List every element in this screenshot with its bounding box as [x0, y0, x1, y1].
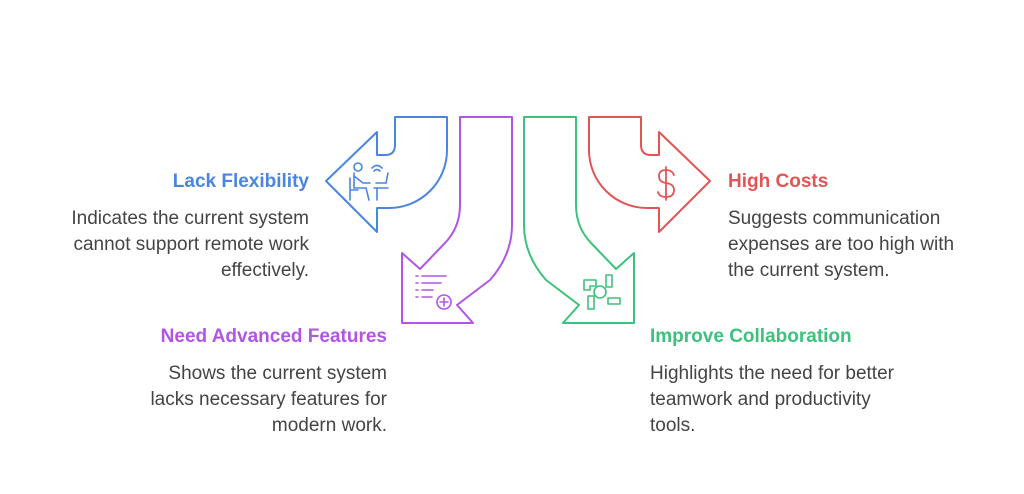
description-line: Indicates the current system — [71, 208, 309, 229]
item-description: Shows the current system lacks necessary… — [87, 361, 387, 439]
description-line: expenses are too high with — [728, 234, 955, 255]
item-description: Suggests communication expenses are too … — [728, 206, 1024, 284]
green-arrow — [523, 116, 635, 324]
item-title: Need Advanced Features — [160, 326, 387, 347]
blue-arrow — [325, 116, 448, 233]
dollar-icon — [657, 166, 675, 201]
description-line: Highlights the need for better — [650, 363, 894, 384]
item-high-costs: High Costs Suggests communication expens… — [728, 170, 1024, 284]
item-improve-collaboration: Improve Collaboration Highlights the nee… — [650, 325, 950, 439]
description-line: lacks necessary features for — [150, 389, 387, 410]
description-line: the current system. — [728, 260, 890, 281]
item-description: Indicates the current system cannot supp… — [9, 206, 309, 284]
item-need-advanced-features: Need Advanced Features Shows the current… — [87, 325, 387, 439]
description-line: tools. — [650, 415, 696, 436]
item-lack-flexibility: Lack Flexibility Indicates the current s… — [9, 170, 309, 284]
description-line: Shows the current system — [168, 363, 387, 384]
item-description: Highlights the need for better teamwork … — [650, 361, 950, 439]
description-line: cannot support remote work — [73, 234, 309, 255]
description-line: teamwork and productivity — [650, 389, 871, 410]
item-title: Improve Collaboration — [650, 326, 852, 347]
list-add-icon — [415, 275, 452, 310]
red-arrow — [588, 116, 711, 233]
item-title: High Costs — [728, 171, 829, 192]
description-line: Suggests communication — [728, 208, 941, 229]
description-line: modern work. — [271, 415, 387, 436]
remote-worker-icon — [349, 162, 389, 201]
item-title: Lack Flexibility — [172, 171, 309, 192]
purple-arrow — [401, 116, 513, 324]
teamwork-hands-icon — [583, 274, 621, 310]
description-line: effectively. — [220, 260, 309, 281]
